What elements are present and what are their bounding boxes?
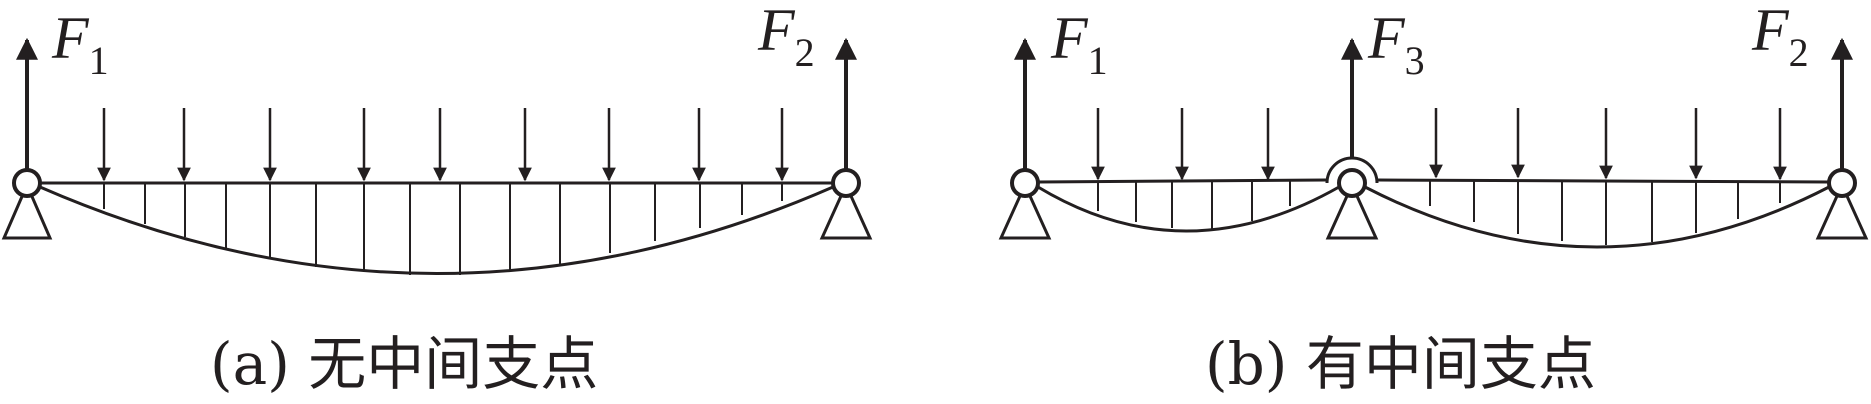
beam-b-right xyxy=(1377,178,1830,184)
support-left xyxy=(1,168,53,240)
force-label-b-f1: F1 xyxy=(1050,5,1108,83)
force-label-b-f3: F3 xyxy=(1367,5,1425,83)
deflection-hatch-b-left xyxy=(1097,181,1291,229)
deflection-curve-b-left xyxy=(1037,185,1340,233)
load-arrows-b xyxy=(1091,108,1787,181)
support-b-middle xyxy=(1325,156,1379,240)
panel-b: F1 F3 F2 xyxy=(998,0,1869,398)
caption-b: (b) 有中间支点 xyxy=(1205,330,1596,398)
support-b-left xyxy=(998,168,1052,240)
force-label-b-f2: F2 xyxy=(1751,0,1809,75)
force-label-f2: F2 xyxy=(757,0,815,75)
panel-a: F1 F2 xyxy=(1,0,873,398)
load-arrows-a xyxy=(97,108,789,182)
deflection-hatch-a xyxy=(103,183,783,275)
caption-a: (a) 无中间支点 xyxy=(210,330,598,398)
support-right xyxy=(819,168,873,240)
pin-b-right xyxy=(1827,168,1857,198)
force-label-f1: F1 xyxy=(51,5,109,83)
pin-b-middle xyxy=(1337,168,1367,198)
pin-left xyxy=(12,168,42,198)
beam-b-left xyxy=(1037,178,1327,184)
deflection-curve-a xyxy=(39,185,834,275)
pin-b-left xyxy=(1010,168,1040,198)
support-b-right xyxy=(1815,168,1869,240)
deflection-hatch-b-right xyxy=(1429,180,1781,245)
deflection-curve-b-right xyxy=(1364,185,1830,249)
middle-hinge-arc xyxy=(1325,156,1379,184)
pin-right xyxy=(831,168,861,198)
